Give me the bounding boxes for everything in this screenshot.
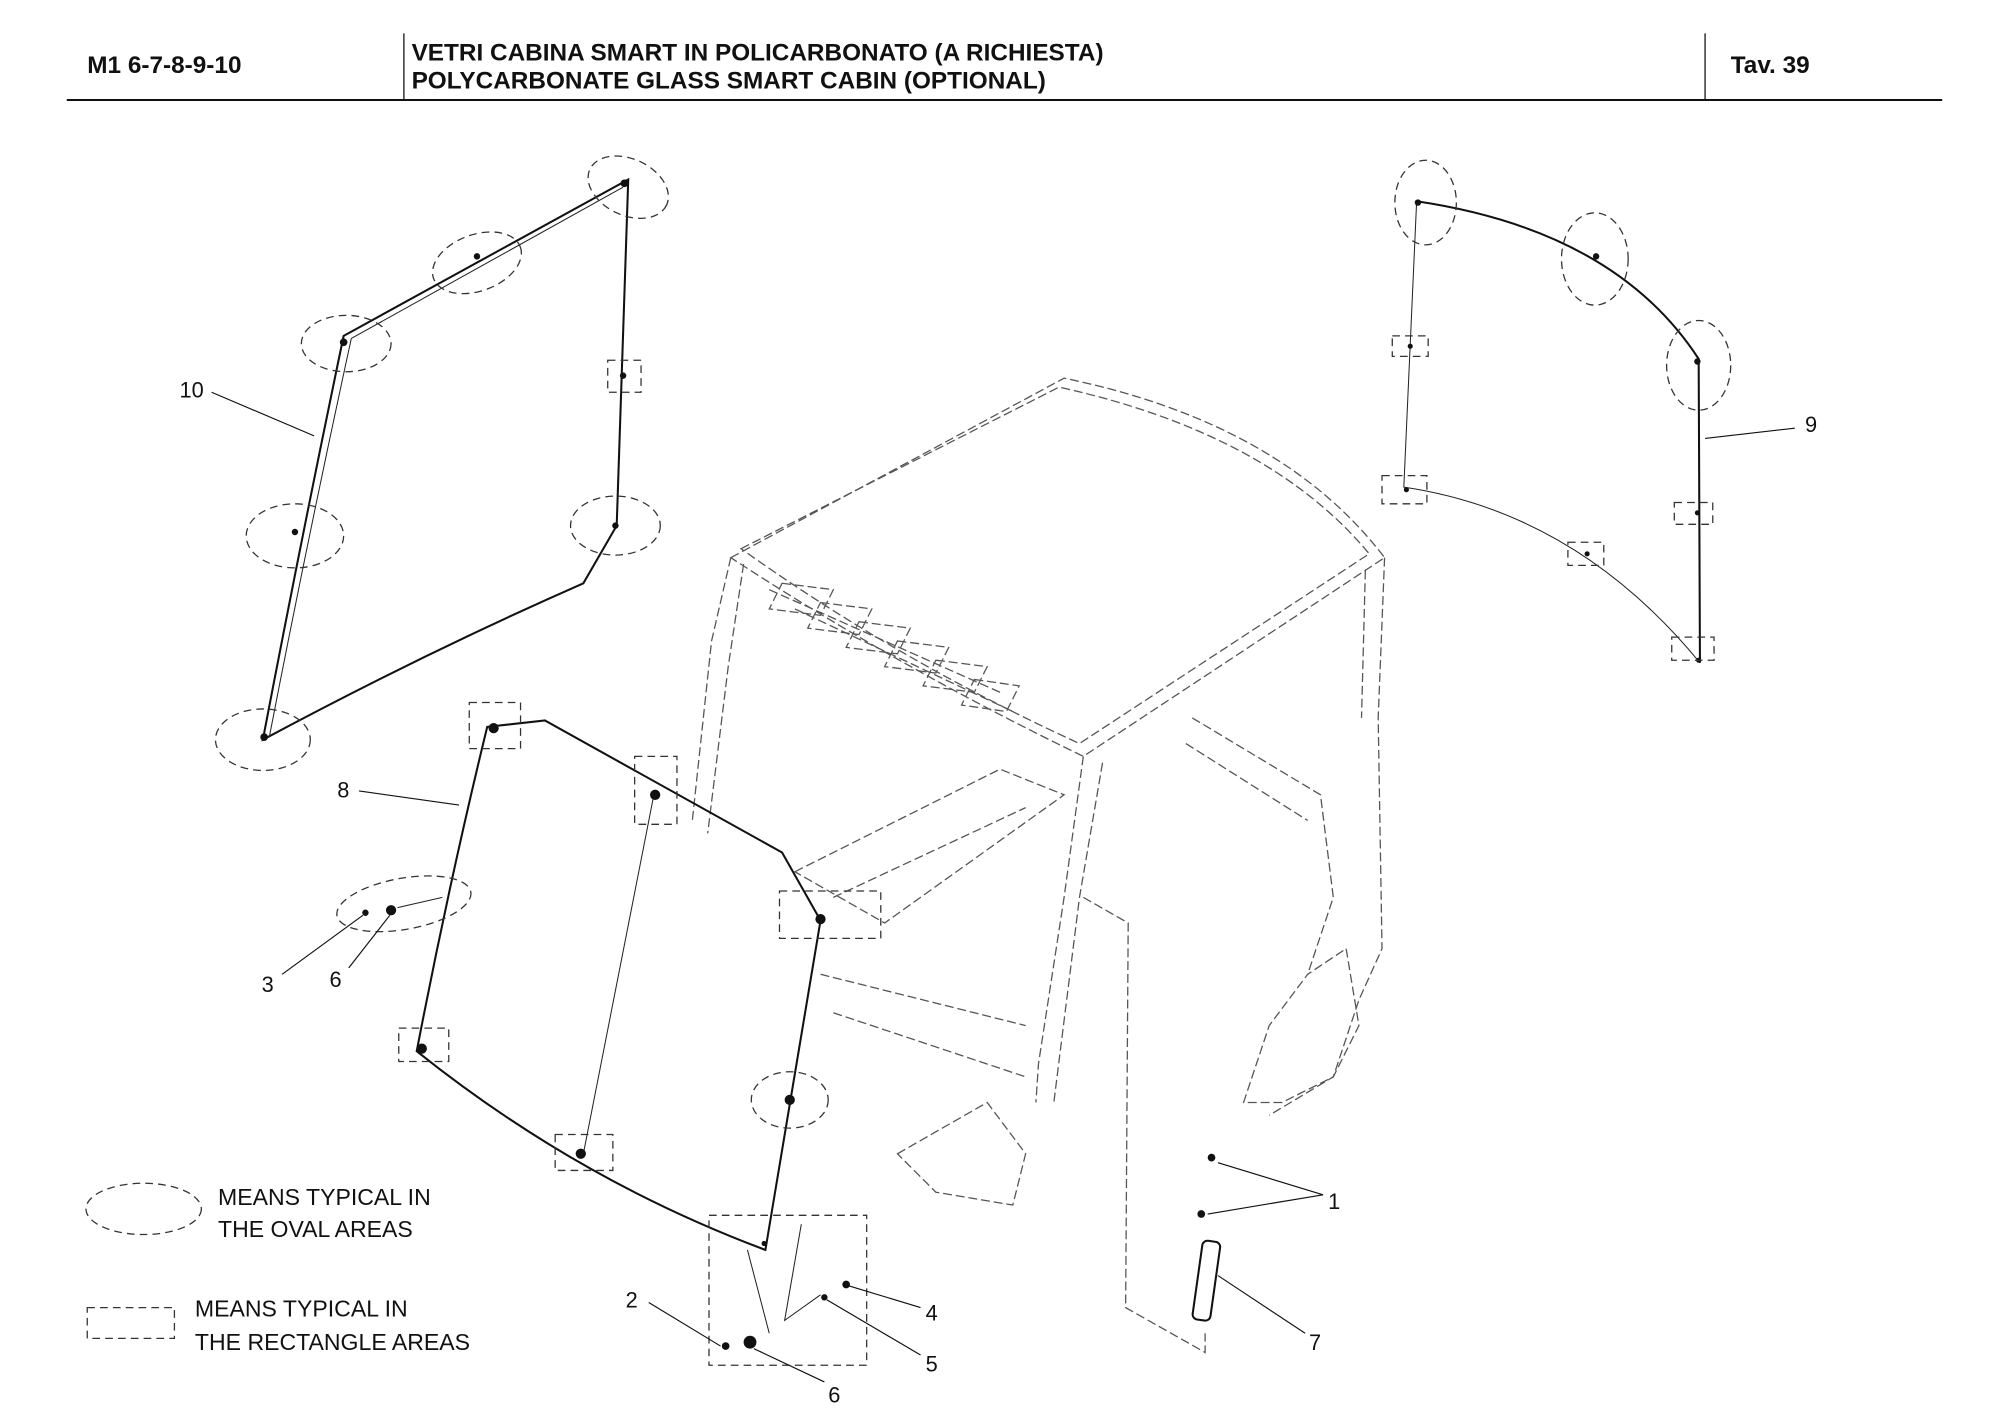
callout-4: 4 xyxy=(926,1300,938,1325)
callout-3: 3 xyxy=(262,972,274,997)
model-code: M1 6-7-8-9-10 xyxy=(87,52,241,79)
callout-6-inset: 6 xyxy=(828,1382,840,1407)
callout-9: 9 xyxy=(1805,412,1817,437)
cabin-frame xyxy=(691,377,1386,1206)
glass-panel-10[interactable] xyxy=(214,144,678,772)
legend: MEANS TYPICAL IN THE OVAL AREAS MEANS TY… xyxy=(85,1182,470,1355)
table-number: Tav. 39 xyxy=(1731,52,1810,79)
legend-rect-text: THE RECTANGLE AREAS xyxy=(195,1329,470,1355)
callouts: 10 9 8 3 6 2 6 4 5 1 7 xyxy=(180,377,1818,1407)
callout-8: 8 xyxy=(337,777,349,802)
glass-panel-9[interactable] xyxy=(1381,159,1732,664)
callout-5: 5 xyxy=(926,1352,938,1377)
grab-handle-7[interactable] xyxy=(1083,896,1222,1354)
glass-panel-8[interactable] xyxy=(333,701,882,1252)
leader-lines xyxy=(211,391,1795,1383)
title-italian: VETRI CABINA SMART IN POLICARBONATO (A R… xyxy=(412,39,1104,66)
callout-10: 10 xyxy=(180,377,204,402)
callout-2: 2 xyxy=(626,1288,638,1313)
callout-6: 6 xyxy=(330,967,342,992)
legend-oval-text: THE OVAL AREAS xyxy=(218,1216,413,1242)
oval-legend-symbol xyxy=(85,1182,202,1236)
title-english: POLYCARBONATE GLASS SMART CABIN (OPTIONA… xyxy=(412,67,1046,94)
legend-oval-text: MEANS TYPICAL IN xyxy=(218,1184,431,1210)
callout-1: 1 xyxy=(1328,1189,1340,1214)
callout-7: 7 xyxy=(1309,1330,1321,1355)
title-block: M1 6-7-8-9-10 VETRI CABINA SMART IN POLI… xyxy=(66,33,1943,101)
legend-rect-text: MEANS TYPICAL IN xyxy=(195,1296,408,1322)
rect-legend-symbol xyxy=(86,1306,176,1340)
